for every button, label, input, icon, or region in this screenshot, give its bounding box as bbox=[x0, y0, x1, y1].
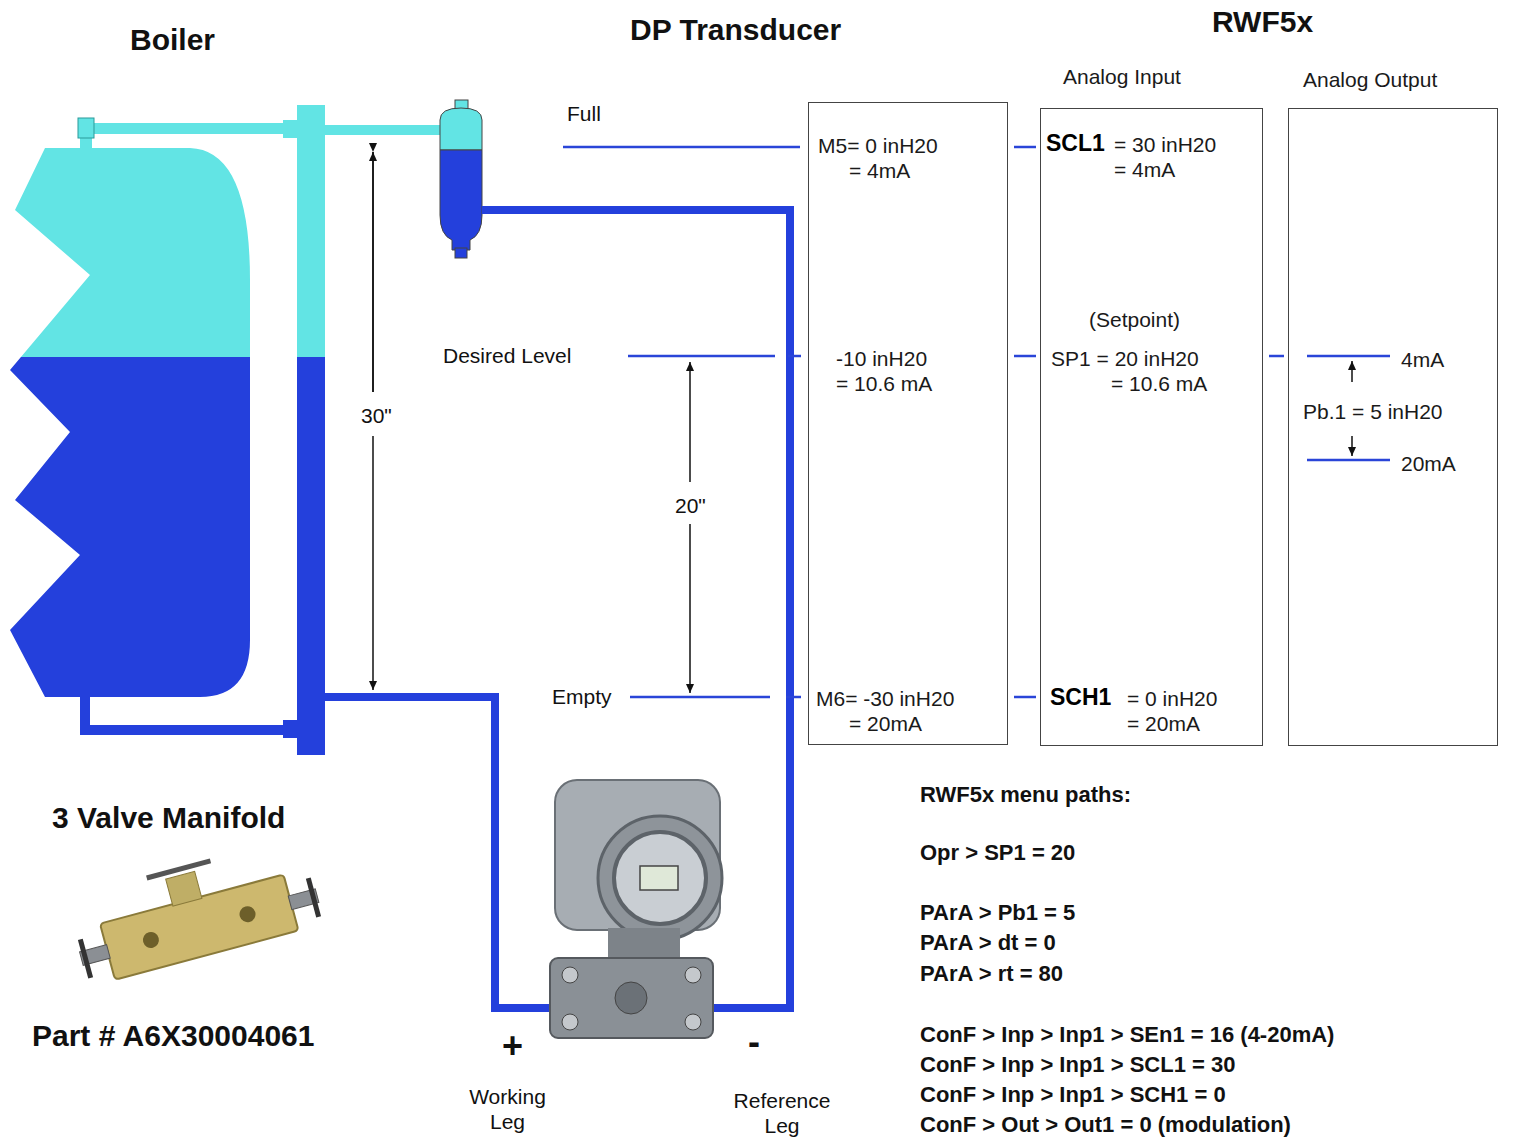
heading-label: ConF > Inp > Inp1 > SEn1 = 16 (4-20mA) bbox=[920, 1022, 1334, 1048]
signal-box: M5= 0 inH20= 4mA -10 inH20= 10.6 mA M6= -3… bbox=[808, 102, 1008, 745]
heading-label: Part # A6X30004061 bbox=[32, 1018, 314, 1054]
signal-text: -10 inH20 bbox=[836, 346, 927, 371]
heading-label: ConF > Out > Out1 = 0 (modulation) bbox=[920, 1112, 1291, 1138]
signal-box: Analog InputSCL1= 30 inH20= 4mA(Setpoint… bbox=[1040, 108, 1263, 746]
signal-text: Analog Output bbox=[1303, 67, 1437, 92]
heading-label: Opr > SP1 = 20 bbox=[920, 840, 1075, 866]
signal-text: 20mA bbox=[1401, 451, 1456, 476]
signal-text: M5= 0 inH20 bbox=[818, 133, 938, 158]
heading-label: 3 Valve Manifold bbox=[52, 800, 285, 836]
annotation-label: 20" bbox=[672, 492, 709, 519]
signal-link bbox=[1014, 696, 1036, 699]
signal-link bbox=[1269, 355, 1284, 358]
annotation-label: Empty bbox=[552, 684, 612, 709]
heading-label: PArA > rt = 80 bbox=[920, 961, 1063, 987]
signal-text: 4mA bbox=[1401, 347, 1444, 372]
signal-text: = 4mA bbox=[849, 158, 910, 183]
transmitter-picture bbox=[550, 780, 722, 1038]
signal-text: Analog Input bbox=[1063, 64, 1181, 89]
heading-label: ConF > Inp > Inp1 > SCH1 = 0 bbox=[920, 1082, 1226, 1108]
parameter-name: SCL1 bbox=[1046, 130, 1105, 158]
signal-text: (Setpoint) bbox=[1089, 307, 1180, 332]
signal-text: SP1 = 20 inH20 bbox=[1051, 346, 1199, 371]
parameter-name: SCH1 bbox=[1050, 684, 1111, 712]
signal-box: Analog Output4mAPb.1 = 5 inH2020mA bbox=[1288, 108, 1498, 746]
heading-label: RWF5x bbox=[1212, 4, 1313, 40]
heading-label: + bbox=[502, 1024, 523, 1067]
annotation-label: Working Leg bbox=[455, 1084, 560, 1134]
signal-link bbox=[1014, 146, 1036, 149]
signal-text: = 10.6 mA bbox=[836, 371, 932, 396]
heading-label: RWF5x menu paths: bbox=[920, 782, 1131, 808]
signal-link bbox=[1014, 355, 1036, 358]
signal-text: = 20mA bbox=[1127, 711, 1200, 736]
annotation-label: Desired Level bbox=[443, 343, 571, 368]
signal-text: = 20mA bbox=[849, 711, 922, 736]
annotation-label: Reference Leg bbox=[722, 1088, 842, 1138]
signal-text: Pb.1 = 5 inH20 bbox=[1303, 399, 1443, 424]
signal-text: M6= -30 inH20 bbox=[816, 686, 954, 711]
heading-label: ConF > Inp > Inp1 > SCL1 = 30 bbox=[920, 1052, 1235, 1078]
heading-label: DP Transducer bbox=[630, 12, 841, 48]
annotation-label: Full bbox=[567, 101, 601, 126]
manifold-picture bbox=[66, 837, 325, 987]
heading-label: - bbox=[748, 1020, 760, 1063]
signal-text: = 10.6 mA bbox=[1111, 371, 1207, 396]
heading-label: PArA > dt = 0 bbox=[920, 930, 1056, 956]
signal-text: = 4mA bbox=[1114, 157, 1175, 182]
heading-label: PArA > Pb1 = 5 bbox=[920, 900, 1075, 926]
signal-text: = 30 inH20 bbox=[1114, 132, 1216, 157]
heading-label: Boiler bbox=[130, 22, 215, 58]
annotation-label: 30" bbox=[358, 402, 395, 429]
signal-text: = 0 inH20 bbox=[1127, 686, 1217, 711]
